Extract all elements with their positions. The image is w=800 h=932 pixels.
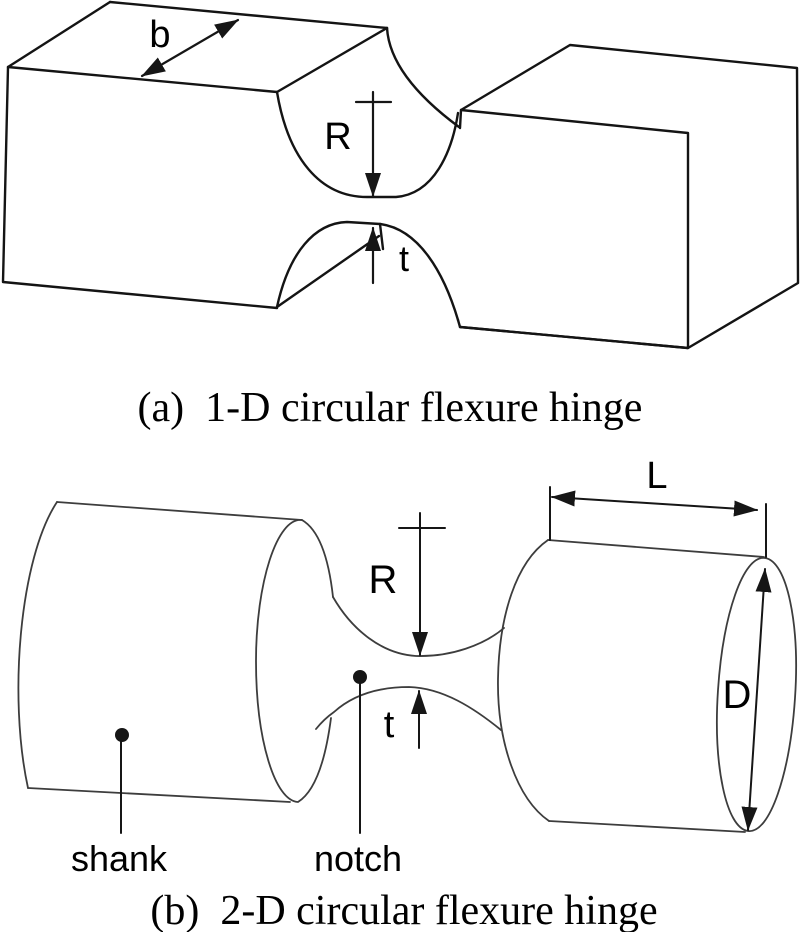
- lower-notch-front-arc: [275, 220, 460, 322]
- notch-top-face-line: [275, 26, 389, 94]
- panel-b-drawing: [17, 501, 797, 833]
- diameter-d-arrow: [741, 568, 772, 831]
- left-block-outline: [1, 0, 279, 310]
- left-cylinder-end-ellipse: [255, 519, 334, 803]
- shank-label: shank: [71, 838, 168, 879]
- radius-r-label-b: R: [369, 558, 398, 602]
- notch-neck-upper-curve: [332, 596, 505, 657]
- width-b-arrow: [140, 18, 240, 78]
- right-cylinder-left-silhouette: [497, 539, 550, 822]
- upper-notch-front-arc: [275, 90, 460, 199]
- shank-callout-dot: [115, 728, 129, 742]
- notch-neck-lower-curve: [315, 686, 502, 731]
- right-cylinder-end-ellipse: [716, 557, 797, 832]
- thickness-t-label-b: t: [384, 704, 395, 746]
- panel-a-dimensions: [140, 18, 393, 285]
- width-b-label: b: [149, 14, 170, 56]
- right-cylinder-top-edge: [547, 539, 765, 558]
- lower-notch-contour-line: [275, 234, 381, 309]
- radius-r-label-a: R: [324, 116, 351, 158]
- length-l-label: L: [646, 455, 667, 497]
- panel-a-drawing: [1, 0, 800, 350]
- length-l-arrow: [551, 490, 758, 517]
- left-block-top-front-edge: [6, 65, 279, 94]
- right-cylinder-bottom-edge: [548, 820, 746, 833]
- left-cylinder-bottom-edge: [27, 787, 291, 803]
- diameter-d-label: D: [723, 673, 752, 717]
- caption-panel-a: (a) 1-D circular flexure hinge: [138, 385, 643, 431]
- right-block-outline: [456, 43, 800, 350]
- left-cylinder-left-silhouette: [17, 501, 58, 789]
- left-block-top-back-edge: [108, 0, 389, 30]
- thickness-t-label-a: t: [399, 238, 409, 279]
- lower-notch-step-edge: [378, 222, 385, 251]
- notch-label: notch: [314, 838, 402, 879]
- left-cylinder-top-edge: [56, 501, 303, 521]
- panel-b-dimensions: [120, 486, 772, 834]
- upper-notch-back-arc: [385, 26, 461, 129]
- right-block-front-edges: [458, 108, 690, 350]
- caption-panel-b: (b) 2-D circular flexure hinge: [150, 888, 657, 932]
- notch-callout-dot: [353, 670, 367, 684]
